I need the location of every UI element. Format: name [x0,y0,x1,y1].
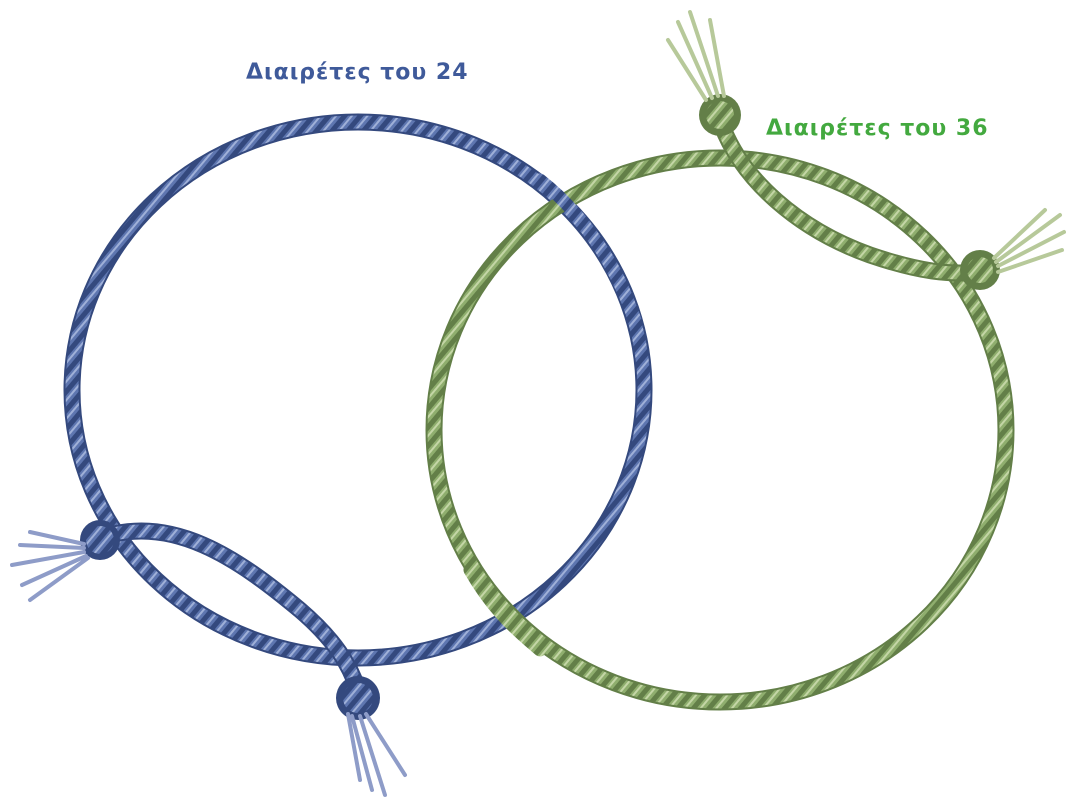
green-knot-right [960,210,1064,290]
set-label-divisors-36: Διαιρέτες του 36 [766,116,989,141]
blue-knot-bottom [336,676,405,795]
blue-knot-left [12,520,120,600]
set-label-divisors-24: Διαιρέτες του 24 [246,60,469,85]
green-knot-top [668,12,741,136]
green-rope-ring [434,120,1006,702]
